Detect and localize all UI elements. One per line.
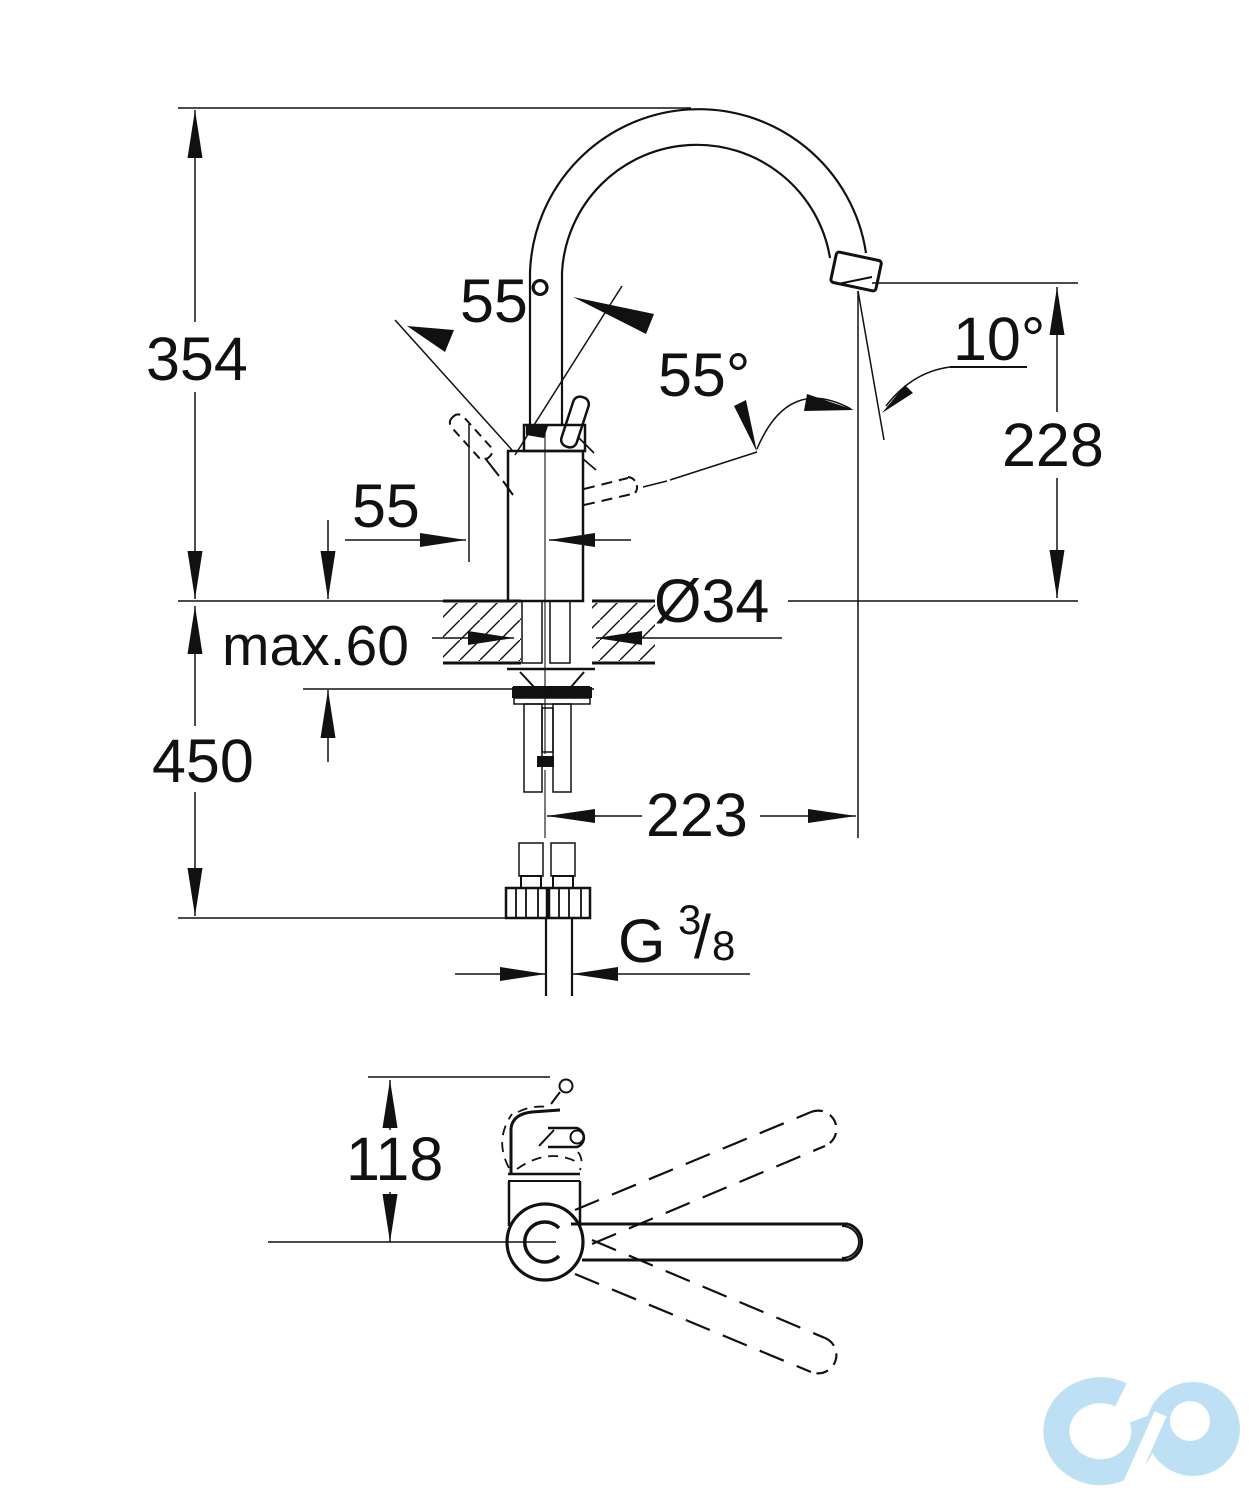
dim-max-deck-thickness: max.60 <box>222 614 409 678</box>
angle-arrow-left <box>407 326 454 352</box>
dim-lever-offset: 55 <box>352 472 420 540</box>
faucet-lever <box>522 395 591 453</box>
thread-size-g: G <box>618 907 665 975</box>
brand-logo <box>1043 1377 1240 1494</box>
spout-nozzle <box>829 250 883 293</box>
thread-size-slash: / <box>694 903 711 971</box>
mounting-deck-section <box>178 599 1078 665</box>
thread-size-label: G 3 / 8 <box>618 896 735 975</box>
dimension-lines <box>178 107 1078 981</box>
supply-hoses <box>504 842 592 996</box>
lever-angle-lines <box>394 285 654 456</box>
dim-outlet-height: 228 <box>1002 411 1104 479</box>
fastening-hardware <box>507 667 595 793</box>
front-view: 354 55° 55° 10° 228 55 Ø34 max.60 450 22… <box>146 107 1104 996</box>
dim-outlet-tilt: 10° <box>953 305 1045 373</box>
dim-pivot-angle-right: 55° <box>658 341 750 409</box>
plan-spout-dashed-positions <box>574 1109 838 1375</box>
plan-spout <box>571 1222 864 1262</box>
lever-dashed-right <box>583 394 854 506</box>
dim-plan-depth: 118 <box>346 1125 443 1193</box>
plan-body <box>505 1172 585 1282</box>
outlet-lines <box>857 290 1027 838</box>
dim-below-deck-height: 450 <box>152 727 254 795</box>
dim-spout-reach: 223 <box>646 781 748 849</box>
dim-overall-height: 354 <box>146 325 248 393</box>
dim-pivot-angle-left: 55° <box>460 267 552 335</box>
plan-view: 118 <box>268 1076 864 1375</box>
thread-size-numerator: 3 <box>678 896 701 943</box>
dim-hole-diameter: Ø34 <box>654 567 769 635</box>
leader-hook <box>550 1078 574 1105</box>
angle-arrow-right <box>573 297 654 334</box>
plan-lever <box>501 1105 586 1175</box>
spout-arc <box>528 108 883 426</box>
thread-size-denominator: 8 <box>712 922 735 969</box>
